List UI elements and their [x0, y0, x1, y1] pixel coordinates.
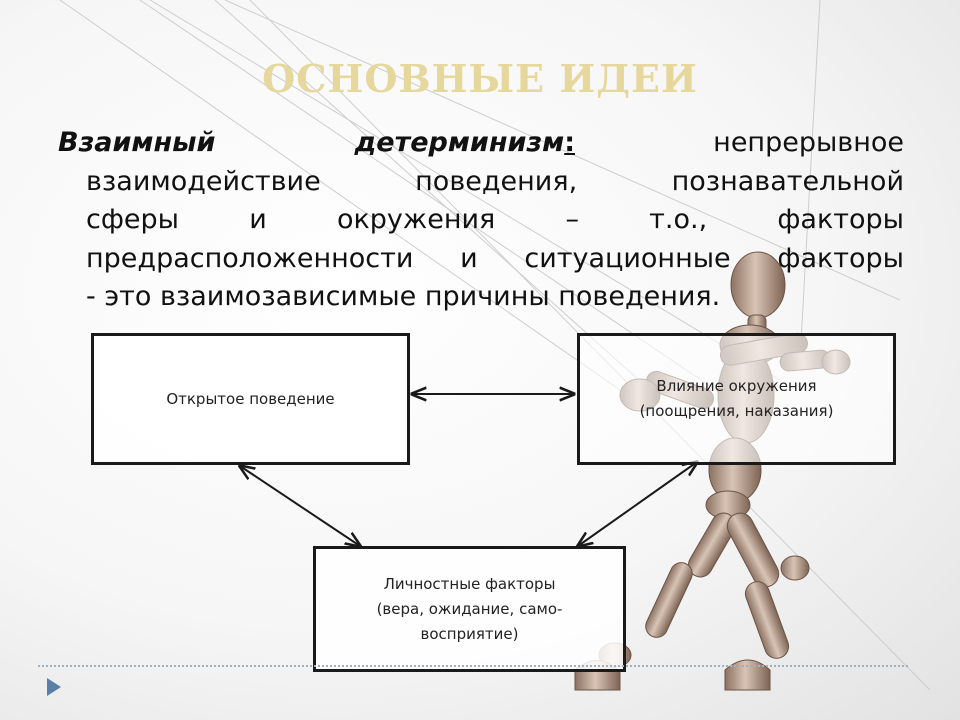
arrow-environment-personal — [578, 462, 697, 546]
arrow-overt-personal — [240, 466, 360, 546]
box-personal-detail-2: восприятие) — [420, 624, 519, 643]
box-environment-detail: (поощрения, наказания) — [639, 402, 834, 420]
box-overt-behavior: Открытое поведение — [91, 333, 410, 465]
definition-line-4: предрасположенности и ситуационные факто… — [86, 242, 904, 274]
definition-line-5: - это взаимозависимые причины поведения. — [86, 281, 721, 312]
box-personal-detail-1: (вера, ожидание, само- — [376, 599, 563, 618]
term-label: Взаимный детерминизм — [58, 127, 565, 158]
slide-title: ОСНОВНЫЕ ИДЕИ — [262, 56, 698, 101]
definition-line-2: взаимодействие поведения, познавательной — [86, 165, 904, 197]
footer-divider — [38, 665, 908, 667]
definition-text: Взаимный детерминизм: непрерывное взаимо… — [58, 124, 904, 317]
definition-line-3: сферы и окружения – т.о., факторы — [86, 204, 904, 235]
definition-line-1: Взаимный детерминизм: непрерывное — [58, 124, 904, 163]
triangle-right-icon[interactable] — [44, 676, 64, 698]
box-overt-label: Открытое поведение — [166, 389, 335, 408]
box-environment: Влияние окружения (поощрения, наказания) — [577, 333, 896, 465]
box-environment-label: Влияние окружения — [656, 377, 817, 395]
definition-text-line: непрерывное — [713, 127, 904, 158]
box-personal-label: Личностные факторы — [383, 574, 556, 593]
box-personal-factors: Личностные факторы (вера, ожидание, само… — [313, 546, 626, 672]
term-colon: : — [564, 127, 575, 158]
